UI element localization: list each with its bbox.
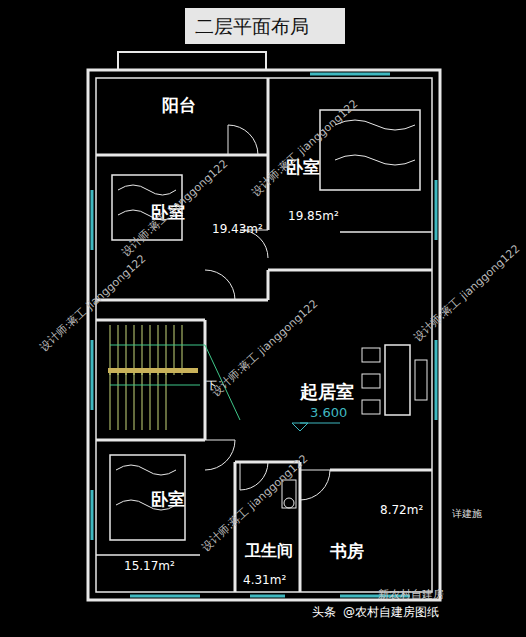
source-mark: @农村自建房图纸: [343, 606, 439, 619]
room-name: 阳台: [162, 96, 196, 115]
title-text: 二层平面布局: [195, 8, 335, 44]
title-box: 二层平面布局: [185, 8, 345, 44]
watermark: 设计师:蒋工 jianggong122: [38, 253, 148, 354]
outer-wall: [88, 70, 440, 600]
watermark: 设计师:蒋工 jianggong122: [120, 158, 230, 259]
room-area: 书房 8.72m²: [300, 470, 432, 592]
room-name: 书房: [330, 542, 364, 561]
room-area: 卫生间 4.31m²: [235, 462, 300, 592]
room-name: 卫生间: [245, 542, 293, 560]
room-area-value: 19.85m²: [288, 210, 339, 223]
room-area: 卧室 15.17m²: [96, 440, 235, 592]
room-area-value: 8.72m²: [380, 504, 423, 517]
room-area-value: 3.600: [310, 406, 347, 420]
room-area-value: 19.43m²: [212, 223, 263, 236]
room-area-value: 4.31m²: [243, 574, 286, 587]
room-name: 起居室: [300, 382, 354, 402]
note-text: 详建施: [452, 508, 482, 519]
room-name: 卧室: [151, 490, 185, 509]
room-area: 阳台: [100, 80, 268, 155]
source-mark: 头条: [312, 606, 336, 619]
watermark: 设计师:蒋工 jianggong122: [412, 243, 522, 344]
parapet: [118, 52, 266, 70]
inner-wall: [96, 78, 432, 592]
room-area-value: 15.17m²: [124, 560, 175, 573]
source-mark: 新农村自建房: [378, 589, 444, 601]
